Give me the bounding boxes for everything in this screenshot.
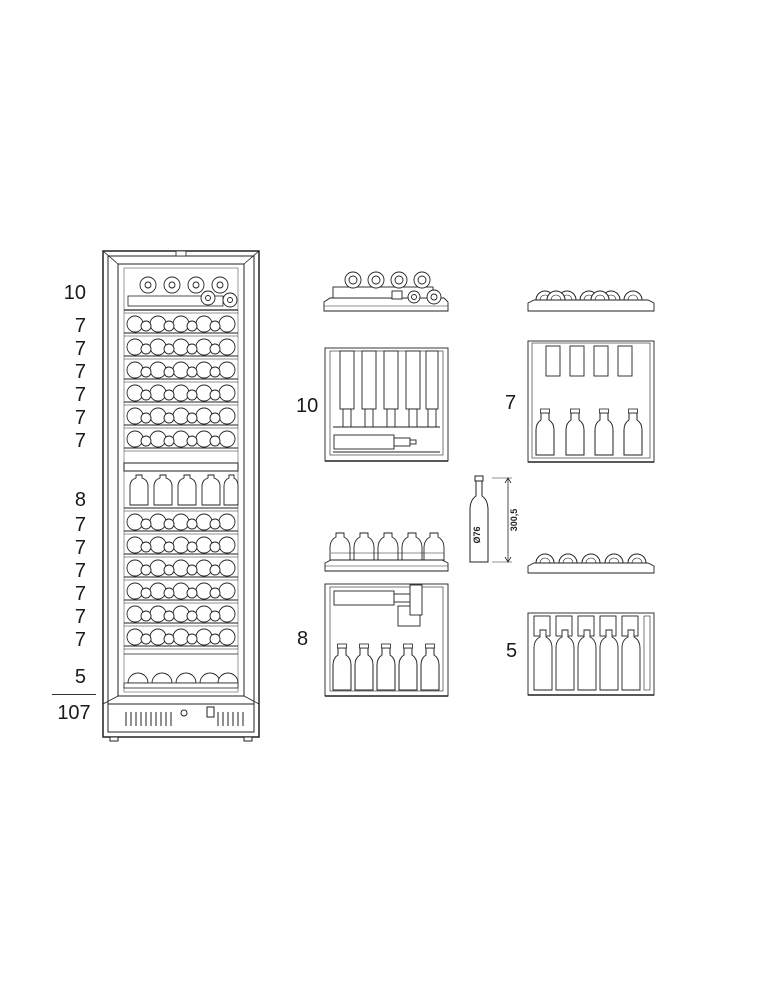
wine-cabinet-drawing	[102, 250, 260, 742]
shelf-count-13: 7	[74, 606, 86, 628]
shelf-8-top-view	[324, 532, 449, 572]
shelf-5-front-view	[527, 612, 655, 696]
shelf-7-front-view	[527, 340, 655, 463]
shelf-type-8-label: 8	[297, 628, 309, 650]
shelf-count-3: 7	[74, 338, 86, 360]
shelf-count-11: 7	[74, 560, 86, 582]
shelf-count-1: 10	[63, 282, 86, 304]
shelf-7-top-view	[527, 290, 655, 312]
shelf-count-6: 7	[74, 407, 86, 429]
shelf-count-12: 7	[74, 583, 86, 605]
shelf-10-front-view	[324, 347, 449, 462]
bottle-height-label: 300,5	[509, 509, 519, 532]
total-divider	[52, 694, 96, 695]
bottle-dimension-drawing	[469, 475, 512, 563]
shelf-count-7: 7	[74, 430, 86, 452]
bottle-diameter-label: Ø76	[472, 526, 482, 543]
shelf-8-front-view	[324, 583, 449, 697]
shelf-count-15: 5	[74, 666, 86, 688]
shelf-count-14: 7	[74, 629, 86, 651]
shelf-5-top-view	[527, 553, 655, 574]
shelf-count-8: 8	[74, 489, 86, 511]
shelf-count-10: 7	[74, 537, 86, 559]
shelf-count-9: 7	[74, 514, 86, 536]
total-count: 107	[57, 702, 91, 724]
shelf-type-7-label: 7	[505, 392, 517, 414]
shelf-10-top-view	[323, 271, 449, 312]
shelf-count-5: 7	[74, 384, 86, 406]
shelf-count-4: 7	[74, 361, 86, 383]
shelf-count-2: 7	[74, 315, 86, 337]
shelf-type-10-label: 10	[296, 395, 319, 417]
shelf-type-5-label: 5	[506, 640, 518, 662]
